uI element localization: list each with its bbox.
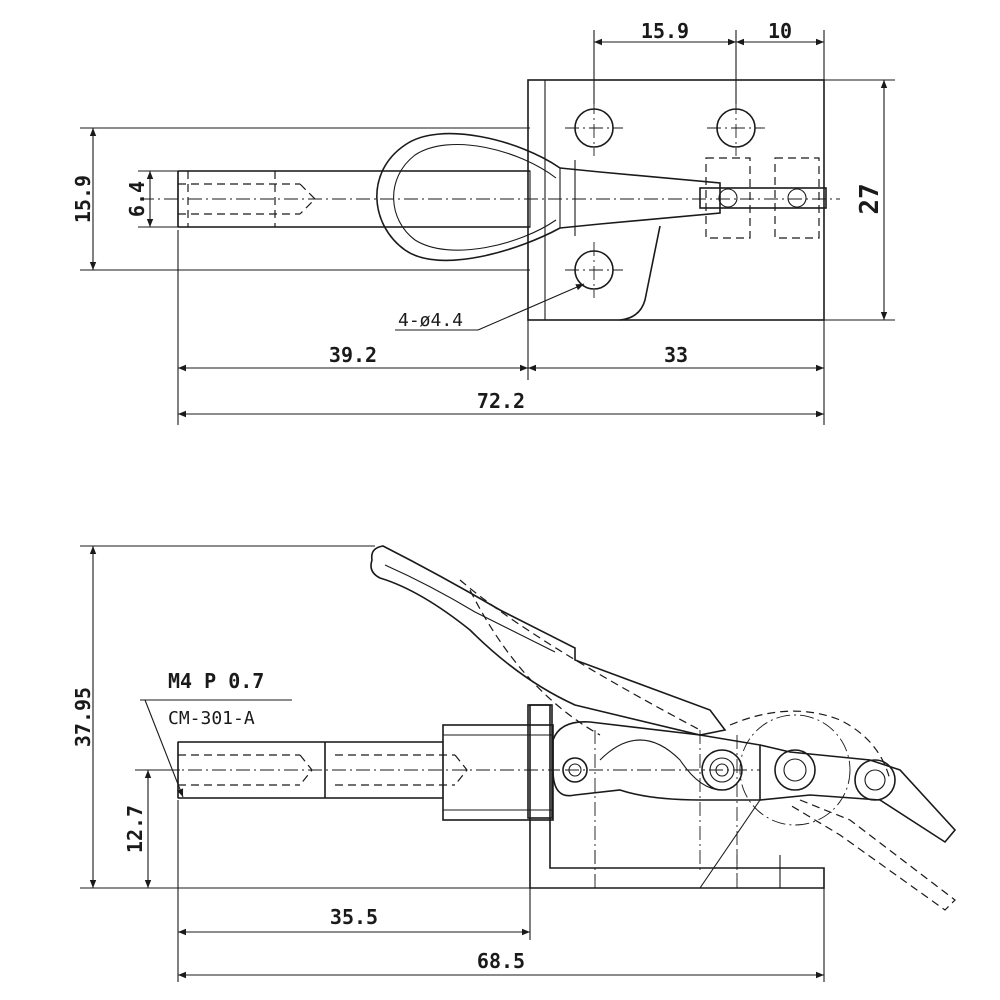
model-label: CM-301-A	[168, 708, 255, 729]
dim-spindle-dia-label: 6.4	[125, 181, 149, 217]
dim-spindle-len-label: 39.2	[329, 343, 377, 367]
spindle-side	[140, 741, 560, 799]
thread-callout: M4 P 0.7 CM-301-A	[140, 669, 292, 798]
dim-top-pitch: 15.9 10	[593, 19, 825, 104]
dim-height: 27	[824, 79, 895, 321]
thread-spec-label: M4 P 0.7	[168, 669, 264, 693]
dim-hole-pitch-a-label: 15.9	[641, 19, 689, 43]
hole-callout: 4-ø4.4	[395, 283, 585, 331]
dim-spindle-dia: 6.4	[125, 170, 180, 228]
dim-base-len-label: 33	[664, 343, 688, 367]
dim-height-label: 27	[855, 183, 885, 214]
dim-side-spindle-len-label: 35.5	[330, 905, 378, 929]
handle-grip	[376, 132, 721, 321]
dim-width: 15.9	[71, 127, 530, 271]
pivot-links	[699, 157, 827, 239]
dim-hole-pitch-b-label: 10	[768, 19, 792, 43]
dim-spindle-height: 12.7	[123, 769, 180, 888]
mounting-holes	[565, 100, 765, 298]
spindle	[140, 170, 840, 228]
dim-overall-len-label: 72.2	[477, 389, 525, 413]
dim-overall-height: 37.95	[71, 545, 530, 889]
dim-width-label: 15.9	[71, 175, 95, 223]
hole-callout-label: 4-ø4.4	[398, 310, 463, 331]
dim-side-lengths: 35.5 68.5	[177, 800, 825, 982]
dim-spindle-height-label: 12.7	[123, 805, 147, 853]
top-view: 15.9 10 15.9 6.4 27 4-ø4.4	[71, 19, 895, 425]
dim-lengths: 39.2 33 72.2	[177, 230, 825, 425]
handle-side	[370, 545, 727, 736]
dim-side-overall-len-label: 68.5	[477, 949, 525, 973]
dim-overall-height-label: 37.95	[71, 687, 95, 747]
linkage	[552, 710, 957, 911]
side-view: M4 P 0.7 CM-301-A 37.95 12.7 35.5 68.5	[71, 545, 957, 982]
base-plate	[527, 79, 825, 321]
spindle-housing	[442, 704, 554, 821]
